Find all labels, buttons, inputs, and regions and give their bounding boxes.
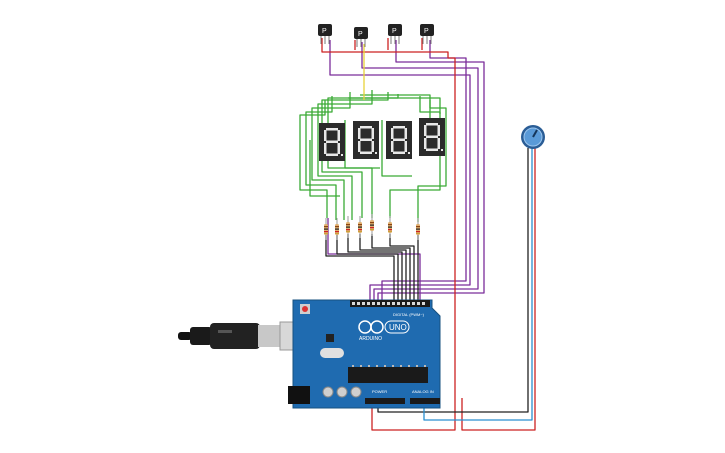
seven-segment-display-2	[353, 121, 379, 159]
arduino-model: UNO	[389, 323, 407, 332]
transistor-label: P	[358, 31, 363, 38]
power-pins-label: POWER	[372, 389, 387, 394]
resistor-4[interactable]	[357, 215, 363, 239]
blue-pot-wire[interactable]	[423, 148, 533, 421]
wires	[299, 38, 536, 431]
seven-segment-display-3	[386, 121, 412, 159]
resistor-7[interactable]	[415, 217, 421, 241]
transistor-2[interactable]: P	[354, 27, 368, 47]
transistor-3[interactable]: P	[388, 24, 402, 44]
potentiometer-knob-icon[interactable]	[521, 125, 545, 149]
seven-segment-display-4	[419, 118, 445, 156]
transistor-1[interactable]: P	[318, 24, 332, 44]
usb-cable-icon[interactable]	[178, 321, 301, 351]
arduino-uno-board[interactable]: ARDUINO UNO DIGITAL (PWM~) POWER ANALOG …	[288, 299, 441, 409]
arduino-brand: ARDUINO	[359, 336, 382, 342]
transistor-label: P	[322, 28, 327, 35]
digital-pins-label: DIGITAL (PWM~)	[393, 312, 425, 317]
red-power-wires[interactable]	[321, 38, 536, 431]
transistor-4[interactable]: P	[420, 24, 434, 44]
seven-segment-display-1	[319, 123, 345, 161]
resistor-2[interactable]	[334, 217, 340, 241]
resistor-3[interactable]	[345, 215, 351, 239]
resistor-6[interactable]	[387, 215, 393, 239]
transistors: P P P P	[318, 24, 434, 47]
transistor-label: P	[392, 28, 397, 35]
arduino-logo: ARDUINO UNO	[358, 320, 410, 342]
analog-pins-label: ANALOG IN	[412, 389, 434, 394]
resistor-5[interactable]	[369, 213, 375, 237]
transistor-label: P	[424, 28, 429, 35]
